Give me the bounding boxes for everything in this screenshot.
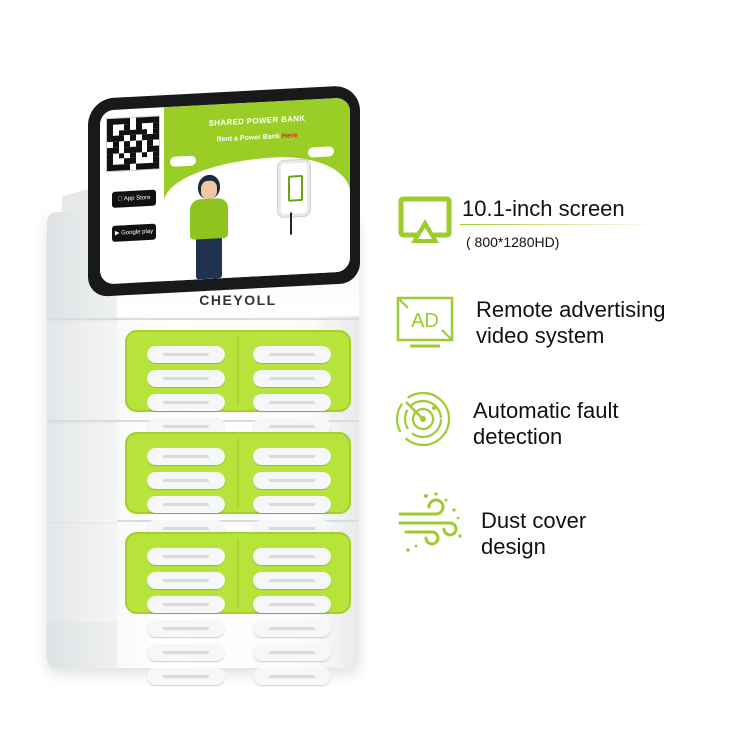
power-bank-module bbox=[117, 322, 359, 483]
power-bank-slot[interactable] bbox=[147, 620, 225, 637]
power-bank-slot[interactable] bbox=[147, 668, 225, 685]
feature-title-line1: Automatic fault bbox=[473, 398, 619, 423]
google-play-icon: ▶ bbox=[114, 230, 120, 237]
slot-tray bbox=[125, 532, 351, 685]
module-seam bbox=[47, 318, 359, 320]
qr-code-icon bbox=[106, 115, 160, 173]
svg-text:AD: AD bbox=[411, 310, 439, 332]
feature-underline bbox=[460, 224, 660, 225]
radar-scan-icon bbox=[395, 391, 451, 447]
cloud-icon bbox=[170, 155, 196, 167]
power-bank-slot[interactable] bbox=[147, 370, 225, 387]
feature-title-line2: detection bbox=[473, 424, 563, 449]
power-bank-slot[interactable] bbox=[147, 418, 225, 435]
module-side bbox=[47, 424, 117, 522]
power-bank-slot[interactable] bbox=[147, 394, 225, 411]
feature-title-line2: video system bbox=[476, 323, 605, 348]
power-bank-slot[interactable] bbox=[253, 394, 331, 411]
power-bank-slot[interactable] bbox=[147, 448, 225, 465]
power-bank-slot[interactable] bbox=[253, 548, 331, 565]
module-side bbox=[47, 322, 117, 420]
power-bank-slot[interactable] bbox=[147, 644, 225, 661]
power-bank-slot[interactable] bbox=[147, 472, 225, 489]
brand-logo: CHEYOLL bbox=[199, 292, 277, 308]
power-bank-slot[interactable] bbox=[253, 448, 331, 465]
power-bank-slot[interactable] bbox=[147, 596, 225, 613]
slot-tray bbox=[125, 432, 351, 585]
power-bank-slot[interactable] bbox=[253, 418, 331, 435]
feature-title-line1: Remote advertising bbox=[476, 297, 666, 322]
google-play-badge: ▶ Google play bbox=[112, 223, 156, 242]
module-side bbox=[47, 524, 117, 622]
slot-tray bbox=[125, 330, 351, 483]
phone-charging-icon bbox=[278, 159, 310, 218]
power-bank-slot[interactable] bbox=[147, 346, 225, 363]
screen-cast-icon bbox=[398, 196, 452, 243]
apple-icon:  bbox=[118, 196, 123, 202]
power-bank-module bbox=[117, 424, 359, 585]
power-bank-slot[interactable] bbox=[147, 572, 225, 589]
feature-title: 10.1-inch screen bbox=[462, 196, 625, 221]
kiosk-screen:  App Store ▶ Google play SHARED POWER B… bbox=[100, 97, 350, 285]
power-bank-slot[interactable] bbox=[147, 548, 225, 565]
feature-title-line1: Dust cover bbox=[481, 508, 587, 533]
power-bank-slot[interactable] bbox=[253, 496, 331, 513]
power-bank-slot[interactable] bbox=[253, 620, 331, 637]
person-illustration bbox=[184, 174, 234, 281]
ad-screen-icon: AD bbox=[396, 296, 454, 348]
power-bank-slot[interactable] bbox=[253, 668, 331, 685]
power-bank-slot[interactable] bbox=[253, 572, 331, 589]
power-bank-slot[interactable] bbox=[253, 644, 331, 661]
charging-cable bbox=[290, 212, 292, 235]
feature-title-line2: design bbox=[481, 534, 546, 559]
power-bank-module bbox=[117, 524, 359, 685]
feature-subtitle: ( 800*1280HD) bbox=[466, 234, 560, 250]
wind-dust-icon bbox=[398, 492, 462, 552]
power-bank-kiosk:  App Store ▶ Google play SHARED POWER B… bbox=[47, 84, 360, 685]
power-bank-slot[interactable] bbox=[147, 496, 225, 513]
power-bank-slot[interactable] bbox=[253, 370, 331, 387]
power-bank-slot[interactable] bbox=[253, 472, 331, 489]
power-bank-slot[interactable] bbox=[253, 346, 331, 363]
app-store-badge:  App Store bbox=[112, 189, 156, 208]
power-bank-slot[interactable] bbox=[253, 596, 331, 613]
cloud-icon bbox=[308, 146, 334, 158]
